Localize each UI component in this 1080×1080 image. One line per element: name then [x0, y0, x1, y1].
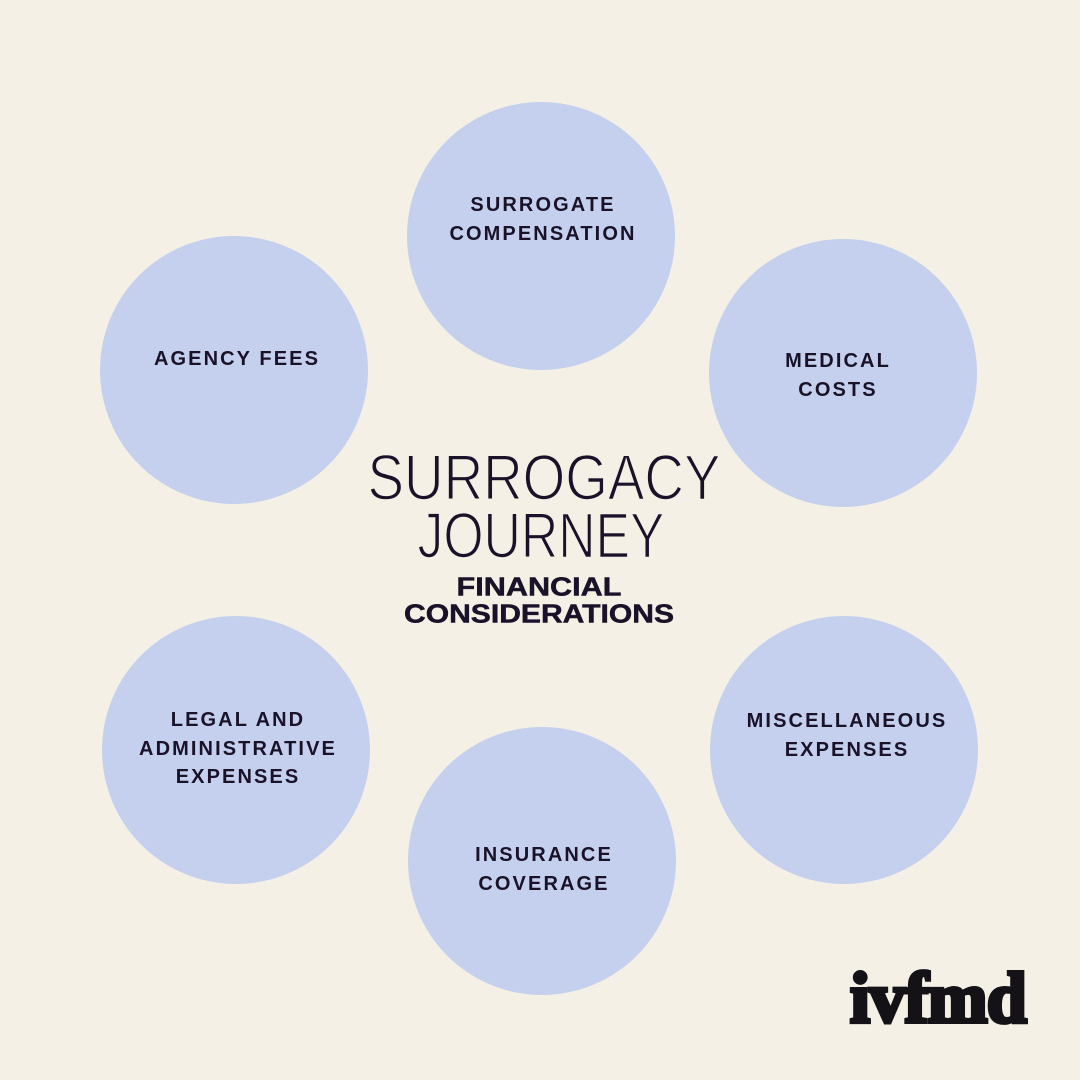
- svg-text:JOURNEY: JOURNEY: [418, 500, 665, 572]
- svg-text:FINANCIAL: FINANCIAL: [457, 572, 622, 602]
- svg-text:CONSIDERATIONS: CONSIDERATIONS: [404, 599, 674, 629]
- svg-text:SURROGACY: SURROGACY: [368, 442, 721, 514]
